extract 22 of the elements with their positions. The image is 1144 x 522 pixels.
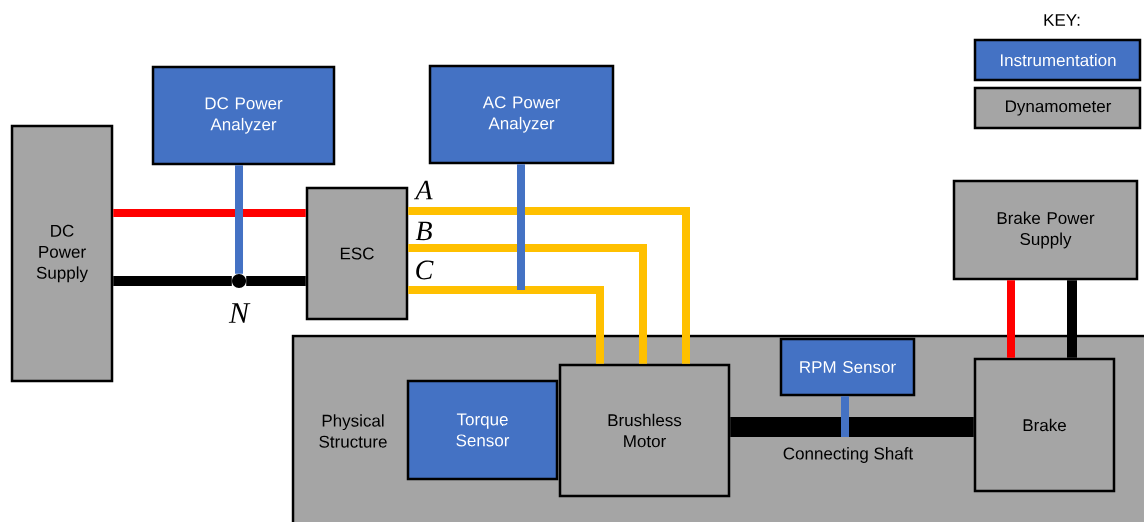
junction-dot (232, 274, 246, 288)
junction-label: N (228, 303, 251, 323)
brake-box: Brake (973, 357, 1116, 493)
edge-label: A (413, 179, 434, 201)
sensor-box: RPM Sensor (779, 337, 916, 397)
legend-label: Instrumentation (1001, 53, 1116, 67)
edge-label: B (414, 220, 434, 242)
controller-box: ESC (305, 186, 409, 321)
wire (1067, 280, 1077, 358)
sensor-box: Torque Sensor (406, 379, 559, 481)
wire (113, 276, 232, 286)
edge-label: Connecting Shaft (781, 446, 915, 464)
legend-label: Dynamometer (1006, 100, 1112, 116)
edge-label: C (413, 259, 435, 281)
motor-box: Brushless Motor (558, 363, 731, 498)
power-supply-box: Brake Power Supply (952, 179, 1139, 281)
legend-title: KEY: (1044, 14, 1080, 26)
instrument-box: DC Power Analyzer (151, 65, 336, 166)
power-supply-box: DC Power Supply (10, 124, 114, 383)
wire (246, 276, 306, 286)
instrument-box: AC Power Analyzer (428, 64, 615, 165)
connecting-shaft (730, 417, 974, 437)
